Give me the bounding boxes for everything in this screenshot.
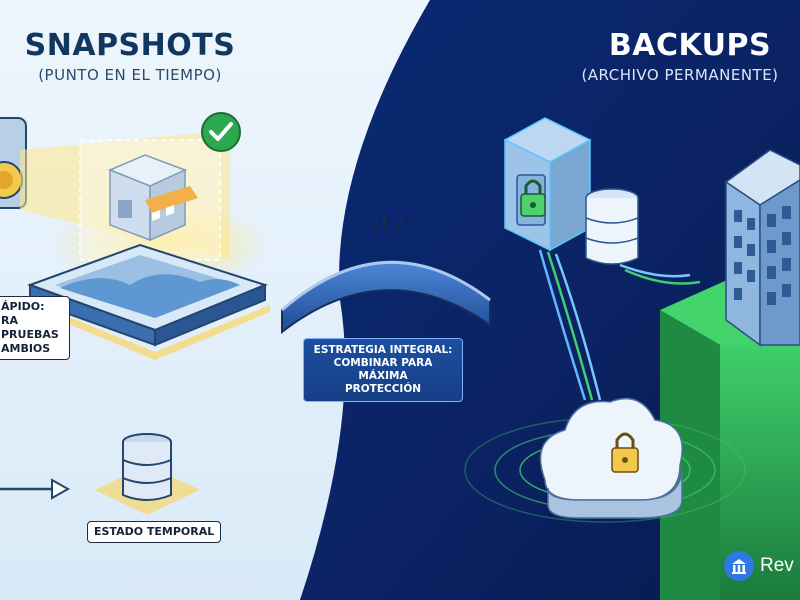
- cloud-lock-icon: [539, 397, 683, 519]
- database-icon: [95, 433, 200, 515]
- brand-logo-icon: [724, 551, 754, 581]
- state-label: ESTADO TEMPORAL: [87, 521, 222, 543]
- snapshots-subtitle: (PUNTO EN EL TIEMPO): [38, 66, 222, 84]
- backups-subtitle: (ARCHIVO PERMANENTE): [581, 66, 779, 84]
- strategy-line: PROTECCIÓN: [344, 383, 422, 395]
- brand-logo[interactable]: Rev: [724, 551, 794, 581]
- server-database-icon: [585, 188, 639, 265]
- rapid-callout-line: RA PRUEBAS: [1, 314, 59, 341]
- strategy-line: ESTRATEGIA INTEGRAL:: [313, 344, 453, 356]
- rapid-callout-line: AMBIOS: [1, 342, 51, 355]
- backups-title: BACKUPS: [608, 28, 772, 63]
- padlock-icon: [520, 179, 546, 217]
- storefront-icon: [108, 154, 198, 242]
- brand-logo-text: Rev: [760, 555, 794, 576]
- rapid-callout: ÁPIDO: RA PRUEBAS AMBIOS: [0, 296, 70, 360]
- building-icon: [724, 149, 800, 347]
- arrow-right-icon: [0, 478, 71, 500]
- vault-icon: [503, 117, 592, 252]
- strategy-line: COMBINAR PARA MÁXIMA: [333, 357, 433, 382]
- strategy-banner: ESTRATEGIA INTEGRAL: COMBINAR PARA MÁXIM…: [303, 338, 463, 402]
- checkmark-icon: [201, 112, 241, 152]
- bridge-icon: [281, 215, 491, 335]
- camera-icon: [0, 117, 27, 209]
- snapshots-title: SNAPSHOTS: [24, 28, 236, 63]
- rapid-callout-line: ÁPIDO:: [1, 300, 45, 313]
